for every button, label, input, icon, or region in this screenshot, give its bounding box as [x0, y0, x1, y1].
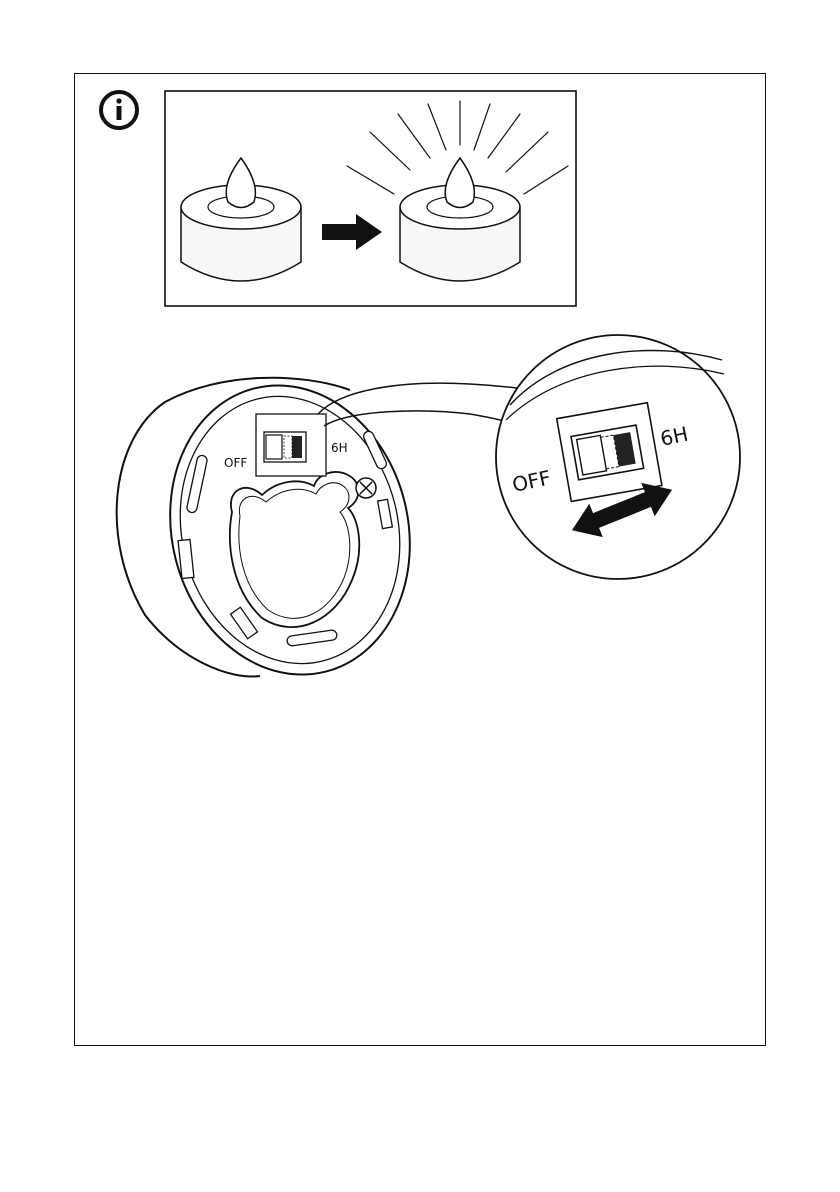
base-switch-off-label: OFF	[224, 456, 247, 470]
candle-comparison-panel	[165, 91, 576, 306]
base-switch	[256, 414, 326, 476]
screw-icon	[356, 478, 376, 498]
base-switch-6h-label: 6H	[331, 441, 348, 455]
info-icon	[101, 92, 137, 128]
